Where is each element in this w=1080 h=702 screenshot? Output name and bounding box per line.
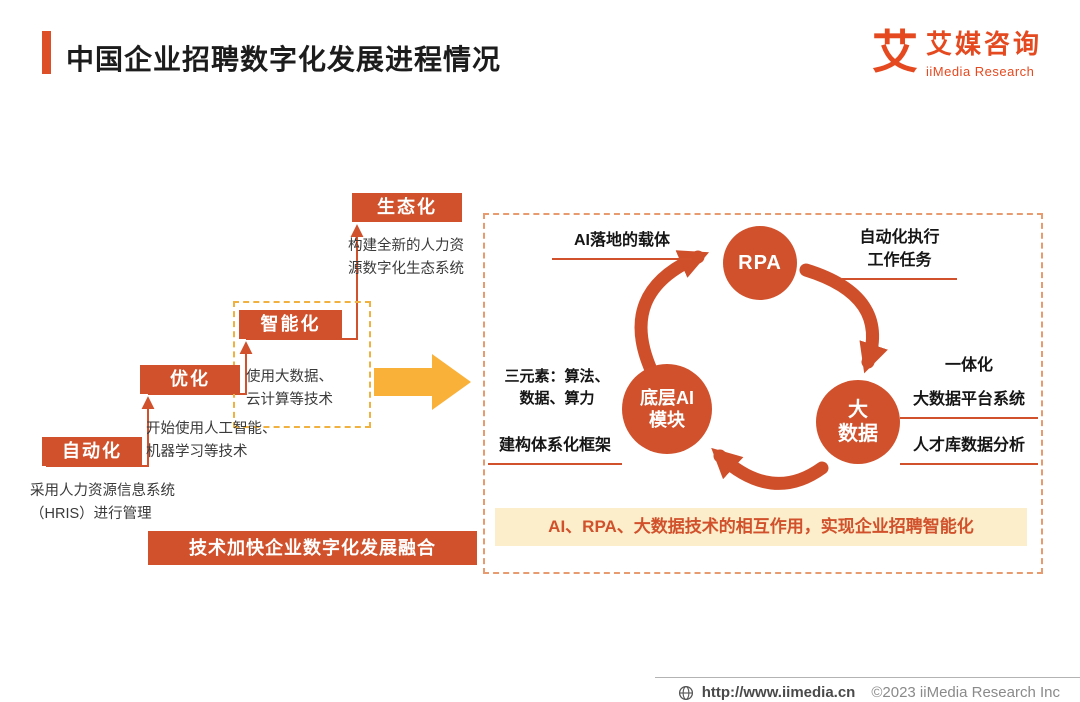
iimedia-logo-text: 艾媒咨询 iiMedia Research xyxy=(926,24,1042,79)
footer-url: http://www.iimedia.cn xyxy=(701,684,856,701)
footer: http://www.iimedia.cn ©2023 iiMedia Rese… xyxy=(640,684,1060,701)
footer-copyright: ©2023 iiMedia Research Inc xyxy=(871,684,1060,701)
page-title: 中国企业招聘数字化发展进程情况 xyxy=(66,44,502,75)
cycle-panel xyxy=(483,213,1043,574)
node-bigdata: 大 数据 xyxy=(816,380,900,464)
big-right-arrow xyxy=(374,354,471,410)
title-accent-bar xyxy=(42,31,51,74)
iimedia-logo: 艾 艾媒咨询 iiMedia Research xyxy=(871,24,1042,80)
stage-desc-automation: 采用人力资源信息系统 （HRIS）进行管理 xyxy=(30,483,175,523)
stage-desc-optimization: 开始使用人工智能、 机器学习等技术 xyxy=(146,421,277,461)
stage-box-intelligence: 智能化 xyxy=(239,310,342,339)
note-rpa-carrier: AI落地的载体 xyxy=(552,229,692,261)
stage-desc-intelligence: 使用大数据、 云计算等技术 xyxy=(246,369,333,409)
node-rpa: RPA xyxy=(723,226,797,300)
brand-name-cn: 艾媒咨询 xyxy=(925,29,1042,59)
stage-box-ecosystem: 生态化 xyxy=(352,193,462,222)
dashed-highlight-box xyxy=(233,301,371,428)
stage-desc-ecosystem: 构建全新的人力资 源数字化生态系统 xyxy=(348,238,464,278)
iimedia-logo-icon: 艾 xyxy=(871,25,918,78)
node-ai-module: 底层AI 模块 xyxy=(622,364,712,454)
stage-box-automation: 自动化 xyxy=(42,437,142,466)
globe-icon xyxy=(678,685,693,700)
note-bigdata-talent-analysis: 人才库数据分析 xyxy=(900,434,1038,466)
cycle-caption: AI、RPA、大数据技术的相互作用，实现企业招聘智能化 xyxy=(495,508,1027,546)
note-rpa-tasks: 自动化执行 工作任务 xyxy=(842,226,957,281)
note-bigdata-platform: 大数据平台系统 xyxy=(900,388,1038,420)
stage-box-optimization: 优化 xyxy=(140,365,240,394)
note-ai-framework: 建构体系化框架 xyxy=(488,434,622,466)
brand-name-en: iiMedia Research xyxy=(925,64,1035,79)
note-bigdata-integration: 一体化 xyxy=(944,357,993,374)
fusion-banner: 技术加快企业数字化发展融合 xyxy=(148,531,477,565)
footer-divider xyxy=(655,677,1080,678)
note-ai-three-elements: 三元素：算法、 数据、算力 xyxy=(504,368,610,407)
